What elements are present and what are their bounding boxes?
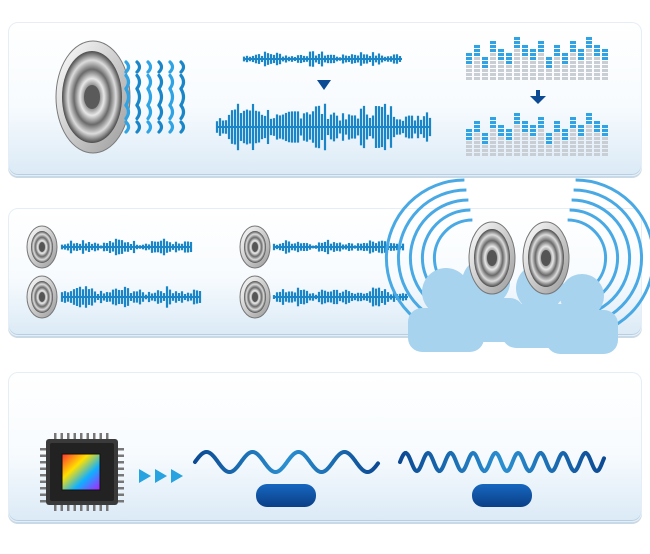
equalizer-bars xyxy=(466,37,608,80)
large-waveform xyxy=(215,103,432,151)
dense-wave xyxy=(398,450,606,474)
speaker-pairs xyxy=(26,225,271,319)
play-arrows-icon xyxy=(139,469,183,483)
smooth-wave xyxy=(193,450,380,474)
listeners-with-speakers xyxy=(384,178,650,354)
arrow-down-icon xyxy=(317,80,331,90)
channel-waveforms xyxy=(60,238,408,308)
blue-pill xyxy=(472,484,532,507)
small-waveform xyxy=(242,51,402,67)
main-speaker-icon xyxy=(55,40,131,154)
sound-waves-icon xyxy=(124,60,186,134)
blue-pill xyxy=(256,484,316,507)
processor-chip-icon xyxy=(40,433,124,511)
arrow-down-icon xyxy=(530,90,546,104)
equalizer-bars-boosted xyxy=(466,113,608,156)
